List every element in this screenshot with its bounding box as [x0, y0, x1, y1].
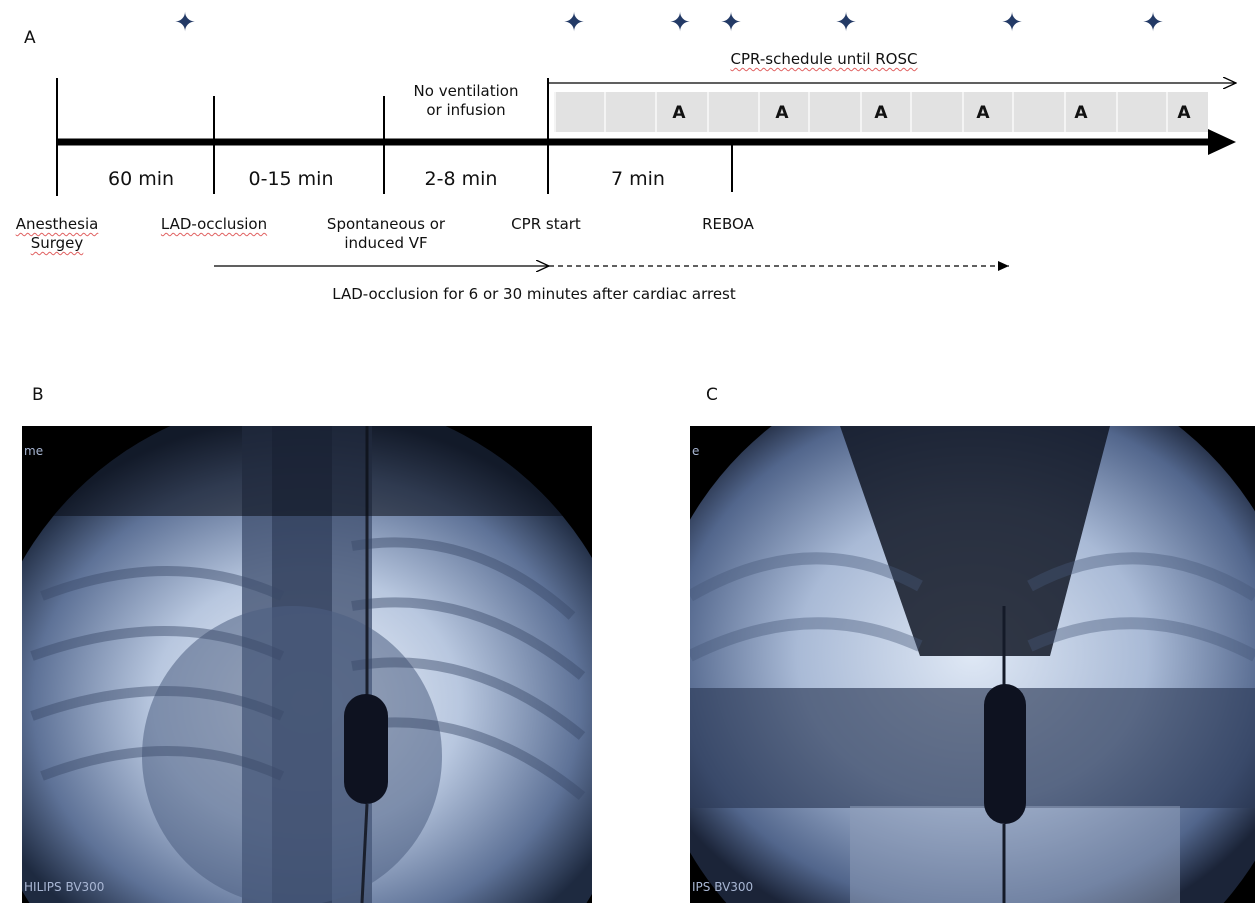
event-label-lad-occlusion: LAD-occlusion — [161, 215, 267, 234]
xray-b-svg — [22, 426, 592, 903]
xray-b-footer-text: HILIPS BV300 — [24, 880, 104, 894]
duration-label: 0-15 min — [249, 168, 334, 190]
lad-occlusion-note: LAD-occlusion for 6 or 30 minutes after … — [332, 285, 736, 304]
adrenaline-label: A — [1074, 103, 1087, 123]
event-label-reboa: REBOA — [702, 215, 754, 234]
timeline-diagram — [0, 0, 1255, 320]
cpr-schedule-label: CPR-schedule until ROSC — [731, 50, 918, 69]
no-ventilation-label: No ventilation or infusion — [414, 82, 519, 120]
xray-c-footer-text: IPS BV300 — [692, 880, 753, 894]
xray-c-svg — [690, 426, 1255, 903]
event-label-vf: Spontaneous or induced VF — [327, 215, 445, 253]
xray-image-c: e IPS BV300 — [690, 426, 1255, 903]
adrenaline-label: A — [775, 103, 788, 123]
xray-image-b: me HILIPS BV300 — [22, 426, 592, 903]
duration-label: 60 min — [108, 168, 174, 190]
timeline-arrowhead — [1208, 129, 1236, 155]
adrenaline-label: A — [976, 103, 989, 123]
adrenaline-label: A — [874, 103, 887, 123]
panel-label-c: C — [706, 385, 718, 405]
event-label-cpr-start: CPR start — [511, 215, 581, 234]
panel-label-b: B — [32, 385, 44, 405]
adrenaline-label: A — [672, 103, 685, 123]
duration-label: 7 min — [611, 168, 665, 190]
duration-label: 2-8 min — [425, 168, 498, 190]
adrenaline-label: A — [1177, 103, 1190, 123]
xray-c-corner-text: e — [692, 444, 699, 458]
xray-b-corner-text: me — [24, 444, 43, 458]
event-label-anesthesia: Anesthesia Surgey — [16, 215, 99, 253]
